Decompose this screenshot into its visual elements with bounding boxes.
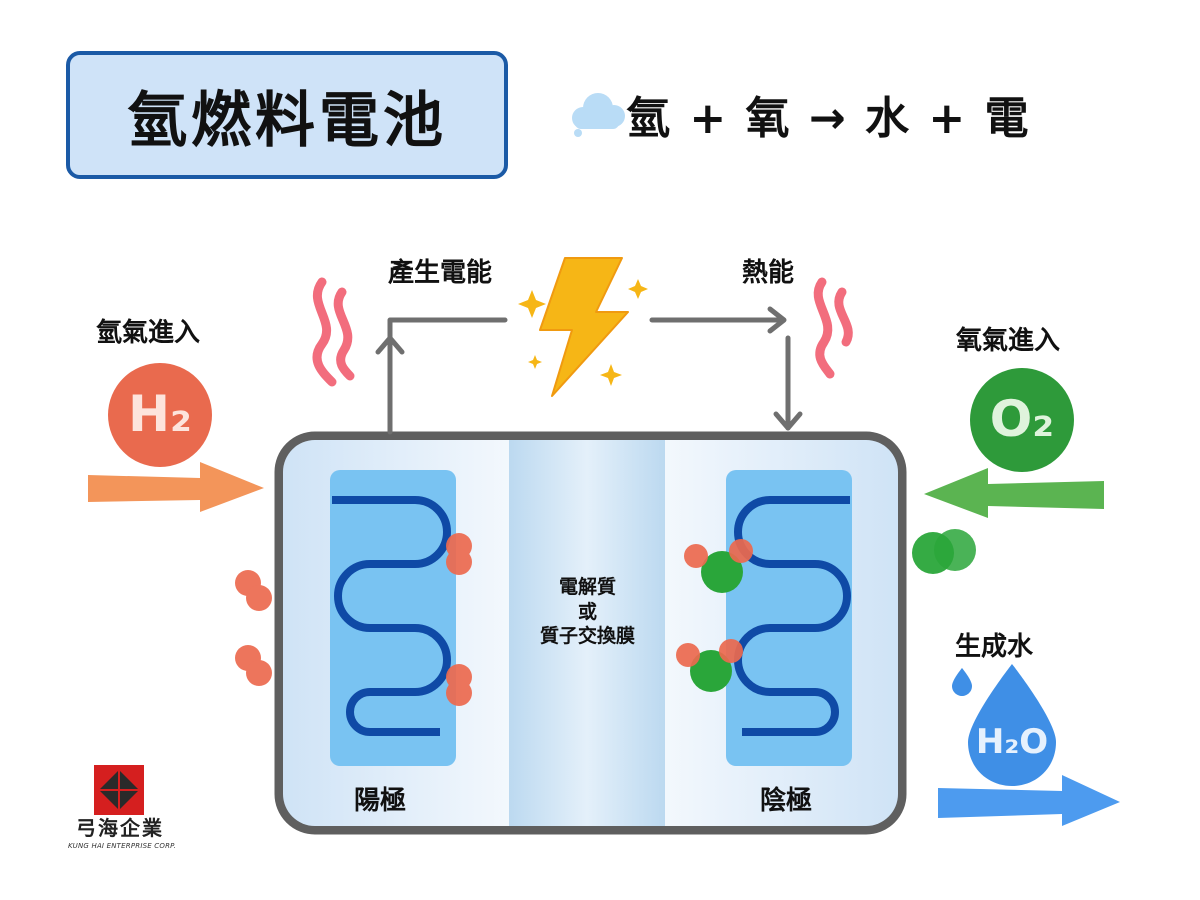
hydrogen-input-arrow [88,462,264,512]
equation: 氫 + 氧 → 水 + 電 [568,84,1031,144]
h2-molecule-icon [108,363,212,467]
oxygen-in-label: 氧氣進入 [956,326,1061,356]
page-title: 氫燃料電池 [127,85,447,156]
electrolyte-label: 電解質 或 質子交換膜 [510,575,665,649]
water-forming-atoms [676,539,753,667]
cathode-label: 陰極 [760,786,813,816]
anode-plate [330,470,456,766]
circuit [375,306,803,435]
h2-label: H₂ [128,385,192,443]
heat-label: 熱能 [742,258,795,288]
sparkle-icon [628,279,648,299]
h2o-label: H₂O [975,722,1049,762]
hydrogen-atoms [235,533,472,706]
heat-wave-icon [813,277,853,379]
electrolyte-line-2: 或 [577,600,597,623]
water-output-arrow [938,775,1120,826]
anode-coil [332,496,451,736]
electricity-label: 產生電能 [388,258,493,288]
anode-label: 陽極 [354,786,407,816]
company-name: 弓海企業 [76,816,164,840]
hydrogen-in-label: 氫氣進入 [96,318,201,348]
o2-molecule-icon [970,368,1074,472]
company-logo-icon [94,765,144,815]
company-subtitle: KUNG HAI ENTERPRISE CORP. [68,842,177,850]
oxygen-atoms [690,529,976,692]
small-drop-icon [952,668,972,696]
electrolyte-line-3: 質子交換膜 [539,625,635,648]
sparkle-icon [518,290,546,318]
o2-label: O₂ [989,390,1055,448]
equation-text: 氫 + 氧 → 水 + 電 [626,93,1031,144]
cloud-icon [572,93,625,137]
sparkle-icon [600,364,622,386]
water-out-label: 生成水 [955,632,1034,662]
water-drop-icon [952,664,1056,786]
lightning-bolt-icon [518,257,648,397]
heat-wave-icon [312,277,355,387]
title-box: 氫燃料電池 [66,51,508,179]
sparkle-icon [528,355,542,369]
cathode-plate [726,470,852,766]
electrolyte-line-1: 電解質 [558,576,616,598]
oxygen-input-arrow [924,468,1104,518]
